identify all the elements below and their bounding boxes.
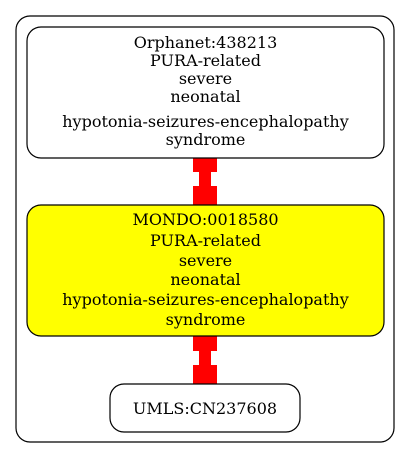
edge-bar-connector xyxy=(199,169,211,189)
edge-bar-lower xyxy=(193,186,217,206)
node-label-line: UMLS:CN237608 xyxy=(133,399,277,418)
node-label-line: severe xyxy=(179,251,232,270)
node-label-line: PURA-related xyxy=(150,51,261,70)
edge-bar-lower xyxy=(193,365,217,385)
edge-bar-connector xyxy=(199,348,211,368)
node-label-line: severe xyxy=(179,69,232,88)
node-label-line: MONDO:0018580 xyxy=(132,210,278,229)
node-label-line: neonatal xyxy=(170,87,240,106)
node-orphanet[interactable]: Orphanet:438213 PURA-related severe neon… xyxy=(26,26,385,159)
node-label-line: hypotonia-seizures-encephalopathy xyxy=(62,290,349,309)
node-orphanet-box xyxy=(26,26,385,159)
node-label-line: syndrome xyxy=(166,310,246,329)
node-label-line: hypotonia-seizures-encephalopathy xyxy=(62,112,349,131)
node-umls[interactable]: UMLS:CN237608 xyxy=(109,383,301,433)
node-umls-box xyxy=(109,383,301,433)
node-label-line: syndrome xyxy=(166,130,246,149)
node-label-line: Orphanet:438213 xyxy=(134,33,278,52)
node-label-line: neonatal xyxy=(170,270,240,289)
node-mondo-box xyxy=(26,204,385,337)
node-mondo[interactable]: MONDO:0018580 PURA-related severe neonat… xyxy=(26,204,385,337)
node-label-line: PURA-related xyxy=(150,231,261,250)
